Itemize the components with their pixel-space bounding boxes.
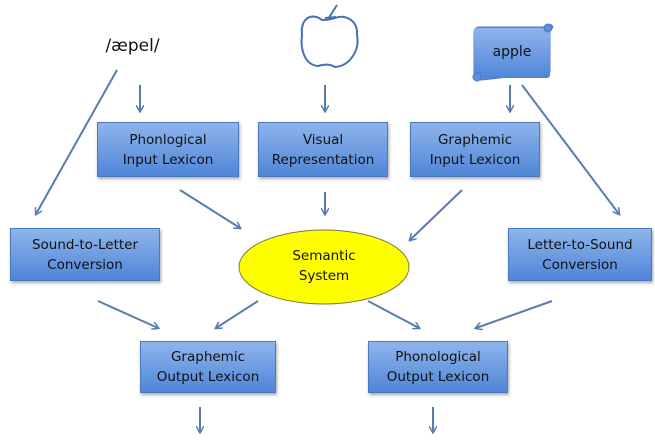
arrow: [179, 189, 240, 228]
node-line: Conversion: [542, 256, 618, 273]
node-line: System: [298, 268, 350, 284]
arrow: [521, 84, 619, 214]
node-line: Output Lexicon: [156, 369, 260, 385]
node-line: Output Lexicon: [386, 369, 490, 385]
node-line: Graphemic: [437, 131, 513, 148]
semantic-system-ellipse: [238, 229, 410, 305]
arrow: [410, 189, 463, 240]
arrow: [36, 69, 118, 214]
node-line: Phonological: [395, 349, 481, 365]
phonetic-input-label: /æpel/: [105, 36, 160, 56]
node-line: Phonlogical: [129, 131, 207, 148]
node-line: Graphemic: [170, 349, 246, 365]
apple-drawing-icon: [300, 4, 359, 69]
node-line: Input Lexicon: [429, 151, 521, 168]
arrow: [367, 300, 419, 328]
node-line: Input Lexicon: [122, 151, 214, 168]
arrow: [476, 300, 553, 328]
scroll-icon: [472, 23, 554, 82]
node-line: Visual: [302, 131, 344, 148]
arrow: [216, 300, 259, 328]
written-word-label: apple: [492, 44, 532, 60]
node-line: Sound-to-Letter: [31, 236, 139, 253]
node-line: Semantic: [292, 248, 356, 264]
node-line: Letter-to-Sound: [527, 236, 633, 253]
node-line: Conversion: [47, 256, 123, 273]
node-line: Representation: [271, 151, 375, 168]
arrow: [97, 300, 158, 328]
